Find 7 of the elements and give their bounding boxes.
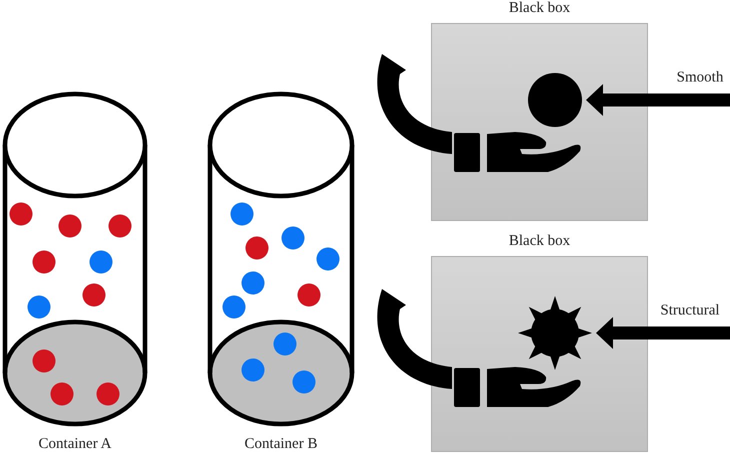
- panel-title: Black box: [508, 0, 570, 17]
- panel-title: Black box: [508, 233, 570, 250]
- arrow: [586, 84, 730, 116]
- arrow: [596, 317, 730, 349]
- cylinder-caption: Container A: [38, 436, 112, 453]
- cylinder-caption: Container B: [244, 436, 318, 453]
- ball: [528, 73, 582, 127]
